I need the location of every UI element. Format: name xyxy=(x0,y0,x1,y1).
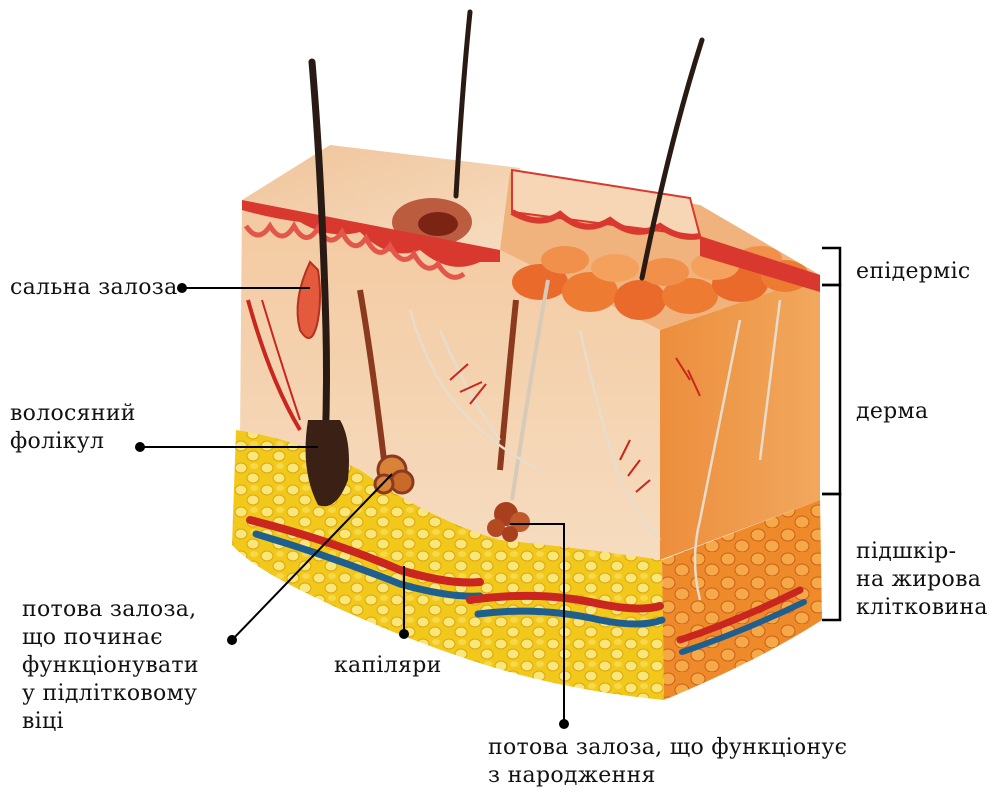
label-hair-follicle-line-2: фолікул xyxy=(10,428,136,456)
label-hypodermis-line-2: на жирова xyxy=(856,566,988,594)
mole-center xyxy=(418,212,458,236)
label-sweat-teen-line-1: потова залоза, xyxy=(22,596,199,624)
leader-follicle-dot xyxy=(136,443,144,451)
label-sweat-teen-line-3: функціонувати xyxy=(22,652,199,680)
label-sweat-teen-line-5: віці xyxy=(22,708,199,736)
label-epidermis: епідерміс xyxy=(856,258,971,286)
label-sweat-gland-birth: потова залоза, що функціонує з народженн… xyxy=(488,734,847,790)
bracket-dermis xyxy=(822,285,840,494)
label-sweat-teen-line-2: що починає xyxy=(22,624,199,652)
label-hair-follicle-line-1: волосяний xyxy=(10,400,136,428)
leader-sweat-birth-dot xyxy=(560,720,568,728)
label-hypodermis-line-1: підшкір- xyxy=(856,538,988,566)
label-sweat-gland-adolescent: потова залоза, що починає функціонувати … xyxy=(22,596,199,736)
leader-sweat-teen-dot xyxy=(228,636,236,644)
leader-capillaries-dot xyxy=(400,630,408,638)
bracket-hypodermis xyxy=(822,494,840,620)
label-dermis: дерма xyxy=(856,398,928,426)
label-capillaries: капіляри xyxy=(334,652,442,680)
label-hypodermis-line-3: клітковина xyxy=(856,594,988,622)
label-sweat-birth-line-2: з народження xyxy=(488,762,847,790)
label-hypodermis: підшкір- на жирова клітковина xyxy=(856,538,988,622)
label-sebaceous-gland: сальна залоза xyxy=(10,274,178,302)
label-sweat-teen-line-4: у підлітковому xyxy=(22,680,199,708)
bracket-epidermis xyxy=(822,248,840,285)
layer-brackets xyxy=(822,248,840,620)
label-sweat-birth-line-1: потова залоза, що функціонує xyxy=(488,734,847,762)
label-hair-follicle: волосяний фолікул xyxy=(10,400,136,456)
leader-sebaceous-dot xyxy=(178,284,186,292)
